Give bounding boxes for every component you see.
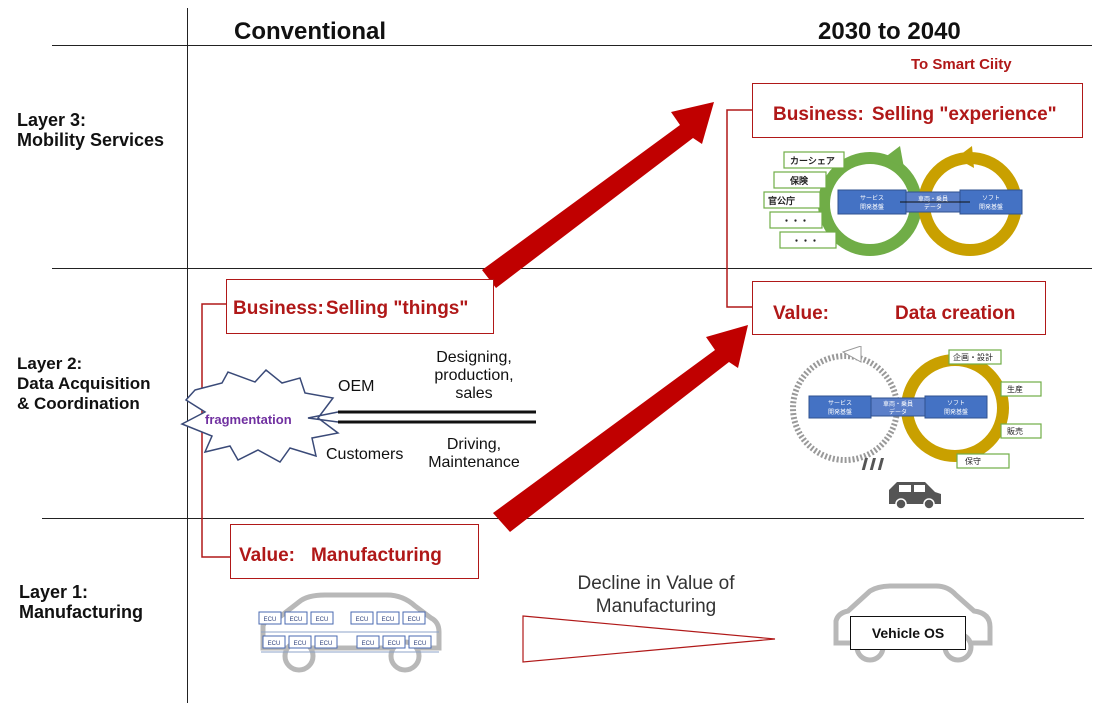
oem-roles: Designing, production, sales: [434, 349, 514, 402]
value-block-1-line2: 開発基盤: [828, 408, 852, 416]
value-block-3-line1: ソフト: [947, 400, 965, 407]
value-tag-3: 販売: [1007, 426, 1023, 436]
value-loop-diagram: 企画・設計 生産 販売 保守 サービス 開発基盤 車両・乗員 データ ソフト 開…: [790, 346, 1042, 510]
car-icon: [889, 482, 941, 510]
header-future: 2030 to 2040: [818, 18, 961, 45]
layer-divider-3-2: [52, 268, 1092, 269]
header-rule: [52, 45, 1092, 46]
service-tag-1: カーシェア: [790, 156, 835, 166]
layer2-label: Layer 2: Data Acquisition & Coordination: [17, 354, 151, 413]
ecu-12: ECU: [414, 641, 427, 647]
customers-label: Customers: [326, 446, 404, 463]
layer1-label: Layer 1: Manufacturing: [19, 582, 143, 622]
smart-city-label: To Smart Ciity: [911, 56, 1012, 73]
ecu-1: ECU: [264, 617, 277, 623]
value-tag-2: 生産: [1007, 384, 1023, 394]
service-block-3-line2: 開発基盤: [979, 203, 1003, 211]
fragmentation-burst: [180, 368, 340, 463]
business-experience-box: Business:Selling "experience": [752, 83, 1083, 138]
services-loop-diagram: カーシェア 保険 官公庁 ・・・ ・・・ サービス 開発基盤 車両・乗員 データ…: [763, 146, 1023, 256]
layer-divider-2-1: [42, 518, 1084, 519]
fragmentation-pointer: [307, 411, 339, 423]
signal-icon: [861, 458, 884, 470]
ecu-2: ECU: [290, 617, 303, 623]
customer-roles: Driving, Maintenance: [428, 436, 520, 471]
fragmentation-label: fragmentation: [205, 412, 292, 427]
vehicle-os-box: Vehicle OS: [850, 616, 966, 650]
value-block-1-line1: サービス: [828, 399, 852, 407]
value-data-box: Value:Data creation: [752, 281, 1046, 335]
ecu-10: ECU: [362, 641, 375, 647]
service-tag-5: ・・・: [792, 236, 819, 246]
right-bracket-line: [726, 109, 754, 308]
ecu-6: ECU: [408, 617, 421, 623]
decline-label: Decline in Value of Manufacturing: [577, 573, 735, 617]
service-block-2-line2: データ: [924, 203, 942, 211]
service-block-2-line1: 車両・乗員: [918, 195, 948, 203]
value-block-2-line1: 車両・乗員: [883, 400, 913, 408]
ecu-3: ECU: [316, 617, 329, 623]
oem-label: OEM: [338, 378, 375, 395]
value-tag-4: 保守: [965, 456, 981, 466]
ecu-8: ECU: [294, 641, 307, 647]
column-divider: [187, 8, 188, 703]
business-things-box: Business:Selling "things": [226, 279, 494, 334]
service-tag-2: 保険: [789, 175, 809, 186]
service-tags: [763, 151, 845, 249]
value-tag-1: 企画・設計: [953, 352, 993, 362]
service-tag-3: 官公庁: [768, 195, 795, 206]
header-conventional: Conventional: [234, 18, 387, 45]
ecu-4: ECU: [356, 617, 369, 623]
layer3-label: Layer 3: Mobility Services: [17, 110, 165, 150]
upper-red-arrow: [482, 102, 714, 288]
lower-red-arrow: [493, 325, 748, 532]
decline-wedge: [522, 615, 776, 663]
service-tag-4: ・・・: [782, 216, 809, 226]
ecu-7: ECU: [268, 641, 281, 647]
conventional-car-illustration: ECU ECU ECU ECU ECU ECU ECU ECU ECU ECU ECU ECU: [258, 592, 442, 673]
value-block-2-line2: データ: [889, 408, 907, 416]
ecu-11: ECU: [388, 641, 401, 647]
value-block-3-line2: 開発基盤: [944, 408, 968, 416]
service-block-1-line2: 開発基盤: [860, 203, 884, 211]
ecu-5: ECU: [382, 617, 395, 623]
service-block-1-line1: サービス: [860, 194, 884, 202]
value-manufacturing-box: Value:Manufacturing: [230, 524, 479, 579]
service-block-3-line1: ソフト: [982, 195, 1000, 202]
ecu-9: ECU: [320, 641, 333, 647]
